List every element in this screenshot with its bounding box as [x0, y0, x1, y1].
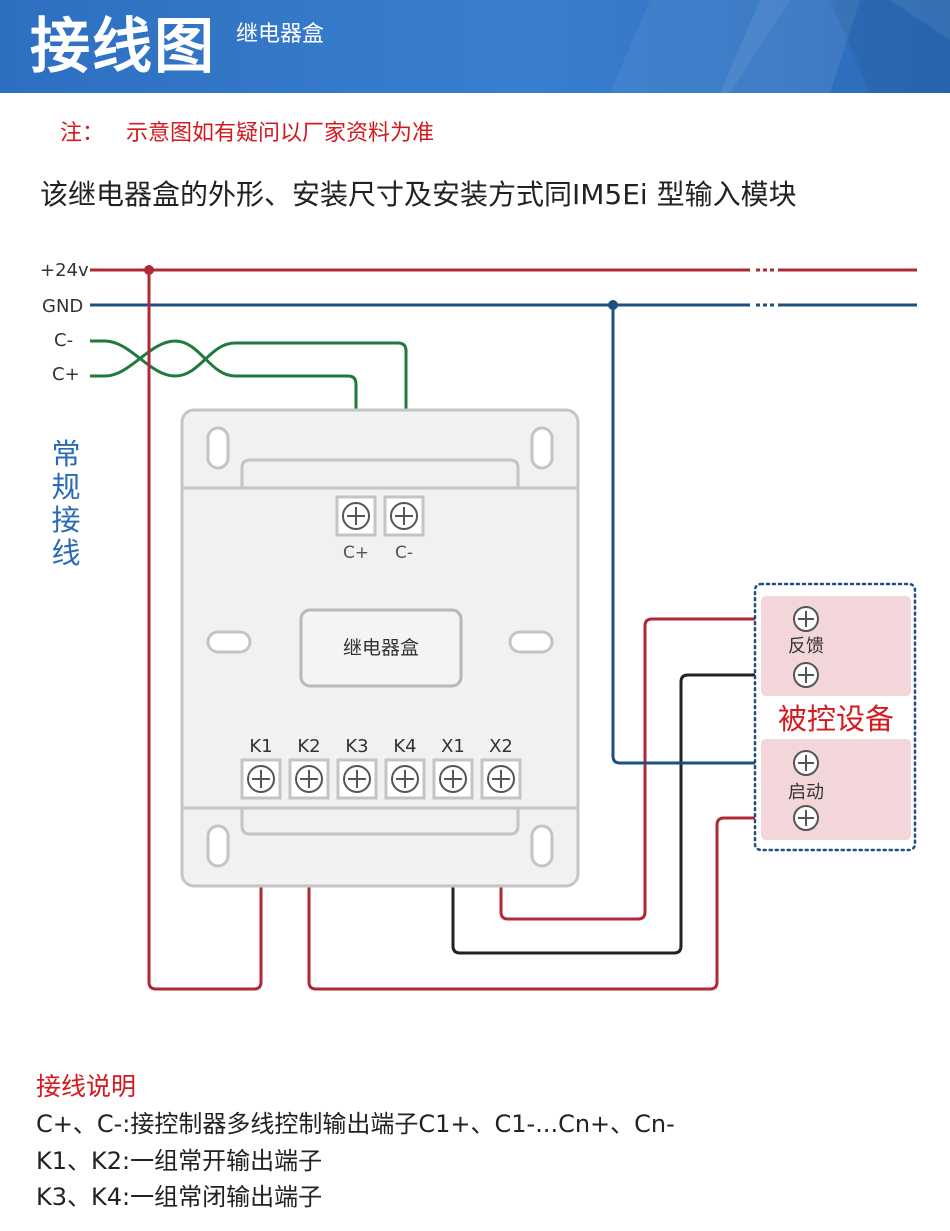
side-label-normal-wiring: 常规接线	[51, 437, 81, 570]
terminal-label-c-plus: C+	[343, 543, 369, 563]
note: 注： 示意图如有疑问以厂家资料为准	[60, 118, 434, 150]
explanation-title: 接线说明	[36, 1072, 137, 1101]
terminal-label-k4: K4	[393, 736, 416, 757]
device-title: 被控设备	[778, 702, 894, 736]
header-decoration	[610, 0, 950, 93]
terminal-label-k3: K3	[345, 736, 368, 757]
wire-label-gnd: GND	[42, 296, 83, 317]
page-subtitle: 继电器盒	[236, 22, 325, 47]
terminal-label-x2: X2	[489, 736, 513, 757]
wire-c-minus	[90, 339, 408, 410]
wire-label-c-minus: C-	[54, 330, 73, 351]
wire-k2-to-start	[307, 816, 806, 991]
intro-text: 该继电器盒的外形、安装尺寸及安装方式同IM5Ei 型输入模块	[40, 178, 797, 211]
terminal-k3	[336, 758, 378, 800]
terminal-k2	[288, 758, 330, 800]
page-title: 接线图	[30, 12, 216, 82]
note-prefix: 注：	[60, 121, 105, 146]
device-start-label: 启动	[788, 782, 824, 803]
wire-24v-to-k1	[147, 270, 263, 991]
wire-x2-to-feedback	[499, 617, 806, 921]
terminal-k4	[384, 758, 426, 800]
terminal-x1	[432, 758, 474, 800]
wire-c-plus	[90, 339, 358, 410]
device-screw-start-2	[793, 805, 819, 831]
device-screw-feedback-1	[793, 606, 819, 632]
wire-label-c-plus: C+	[52, 364, 80, 385]
explanation-line-3: K3、K4:一组常闭输出端子	[36, 1183, 323, 1211]
terminal-label-k1: K1	[249, 736, 272, 757]
explanation-line-2: K1、K2:一组常开输出端子	[36, 1147, 323, 1175]
device-screw-start-1	[793, 750, 819, 776]
terminal-k1	[240, 758, 282, 800]
wire-gnd-to-start	[611, 305, 806, 765]
terminal-label-k2: K2	[297, 736, 320, 757]
device-feedback-label: 反馈	[788, 636, 824, 657]
header-banner: 接线图 继电器盒	[0, 0, 950, 93]
terminal-x2	[480, 758, 522, 800]
terminal-label-x1: X1	[441, 736, 465, 757]
module-name: 继电器盒	[343, 637, 419, 659]
device-panel-start	[761, 739, 911, 840]
device-screw-feedback-2	[793, 662, 819, 688]
terminal-label-c-minus: C-	[395, 543, 413, 563]
device-panel-feedback	[761, 596, 911, 696]
note-text: 示意图如有疑问以厂家资料为准	[126, 121, 435, 146]
terminal-c-minus	[383, 495, 425, 537]
terminal-c-plus	[335, 495, 377, 537]
explanation-line-1: C+、C-:接控制器多线控制输出端子C1+、C1-...Cn+、Cn-	[36, 1110, 675, 1138]
wiring-diagram: +24v GND C- C+	[40, 260, 917, 991]
wire-x1-to-feedback	[451, 673, 806, 955]
wire-label-24v: +24v	[40, 260, 89, 281]
